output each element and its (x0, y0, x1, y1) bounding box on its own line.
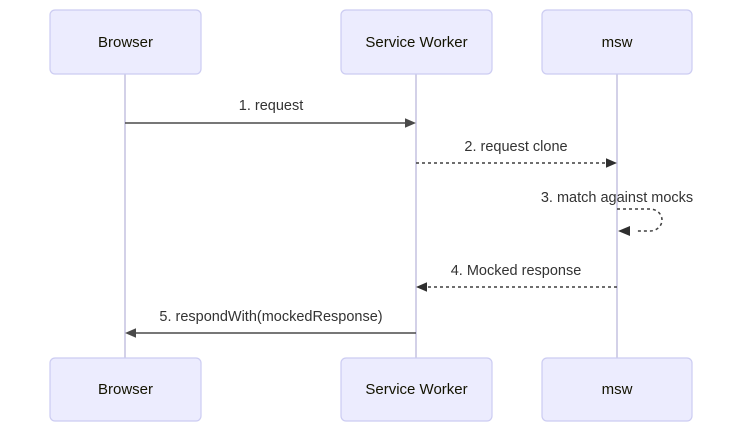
participant-label-browser-top: Browser (98, 34, 153, 51)
participant-box-service-worker-bottom[interactable] (340, 357, 493, 422)
participant-label-service-worker-top: Service Worker (365, 34, 467, 51)
participant-browser-top[interactable]: Browser (49, 9, 202, 75)
message-2-label: 2. request clone (464, 139, 567, 155)
message-3-arrowhead-icon (618, 226, 630, 236)
participant-header-group: Browser Service Worker msw (49, 9, 693, 75)
participant-msw-top[interactable]: msw (541, 9, 693, 75)
message-3-label: 3. match against mocks (541, 190, 693, 206)
participant-label-msw-top: msw (602, 34, 633, 51)
participant-box-browser-bottom[interactable] (49, 357, 202, 422)
message-3-match-against-mocks: 3. match against mocks (541, 190, 693, 236)
participant-service-worker-bottom[interactable]: Service Worker (340, 357, 493, 422)
message-5-respond-with: 5. respondWith(mockedResponse) (125, 309, 416, 338)
participant-browser-bottom[interactable]: Browser (49, 357, 202, 422)
participant-label-service-worker-bottom: Service Worker (365, 381, 467, 398)
message-2-arrowhead-icon (606, 158, 617, 168)
participant-label-msw-bottom: msw (602, 381, 633, 398)
message-4-mocked-response: 4. Mocked response (416, 263, 617, 292)
message-5-label: 5. respondWith(mockedResponse) (159, 309, 382, 325)
participant-box-browser-top[interactable] (49, 9, 202, 75)
message-1-label: 1. request (239, 98, 304, 114)
message-5-arrowhead-icon (125, 328, 136, 338)
participant-service-worker-top[interactable]: Service Worker (340, 9, 493, 75)
message-3-loop-path (617, 208, 663, 232)
participant-label-browser-bottom: Browser (98, 381, 153, 398)
message-1-request: 1. request (125, 98, 416, 128)
lifelines-group (124, 74, 618, 358)
participant-box-msw-top[interactable] (541, 9, 693, 75)
participant-msw-bottom[interactable]: msw (541, 357, 693, 422)
participant-box-service-worker-top[interactable] (340, 9, 493, 75)
participant-box-msw-bottom[interactable] (541, 357, 693, 422)
participant-footer-group: Browser Service Worker msw (49, 357, 693, 422)
message-1-arrowhead-icon (405, 118, 416, 128)
message-4-arrowhead-icon (416, 282, 427, 292)
message-4-label: 4. Mocked response (451, 263, 582, 279)
message-2-request-clone: 2. request clone (416, 139, 617, 168)
